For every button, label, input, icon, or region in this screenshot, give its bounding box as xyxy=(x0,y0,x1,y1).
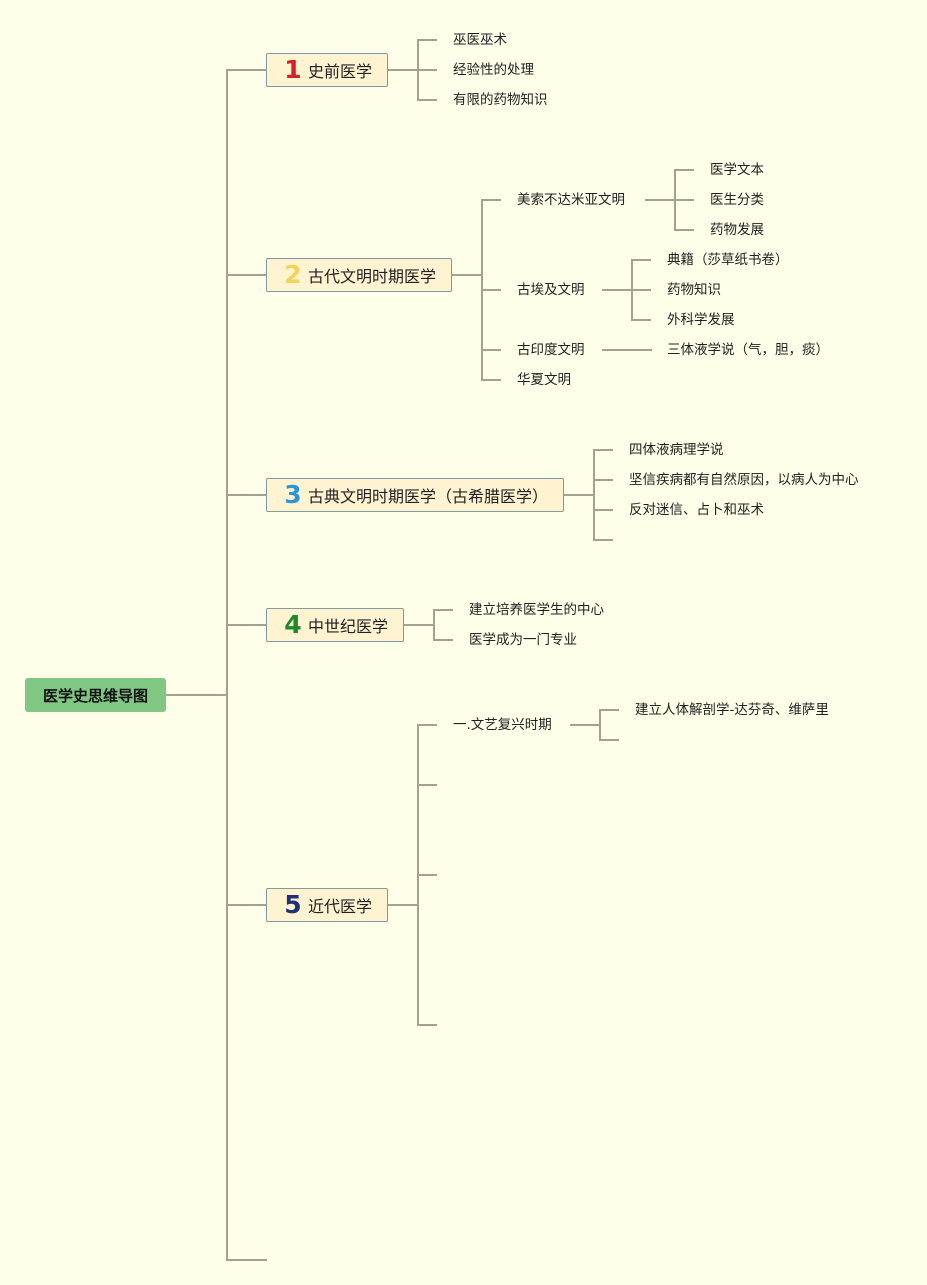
leaf-node[interactable]: 典籍（莎草纸书卷） xyxy=(667,252,789,268)
topic-modern-medicine[interactable]: 5 近代医学 xyxy=(266,888,388,922)
connector xyxy=(226,1259,267,1261)
connector xyxy=(226,69,267,71)
connector xyxy=(593,449,613,451)
topic-label: 近代医学 xyxy=(308,897,373,916)
connector xyxy=(674,169,694,171)
leaf-node[interactable]: 三体液学说（气，胆，痰） xyxy=(667,342,829,358)
connector xyxy=(417,99,437,101)
leaf-node[interactable]: 外科学发展 xyxy=(667,312,735,328)
leaf-node[interactable]: 有限的药物知识 xyxy=(453,92,548,108)
topic-classical-medicine[interactable]: 3 古典文明时期医学（古希腊医学） xyxy=(266,478,564,512)
connector xyxy=(599,709,619,711)
leaf-node[interactable]: 建立培养医学生的中心 xyxy=(469,602,604,618)
leaf-node[interactable]: 药物发展 xyxy=(710,222,764,238)
topic-ancient-civilization-medicine[interactable]: 2 古代文明时期医学 xyxy=(266,258,452,292)
leaf-node[interactable]: 医生分类 xyxy=(710,192,764,208)
topic-label: 古代文明时期医学 xyxy=(308,267,437,286)
connector xyxy=(417,874,437,876)
connector xyxy=(417,784,437,786)
root-node[interactable]: 医学史思维导图 xyxy=(25,678,166,712)
connector xyxy=(593,449,595,541)
number-badge: 4 xyxy=(284,610,302,639)
connector xyxy=(226,624,267,626)
connector xyxy=(226,69,228,1260)
connector xyxy=(433,639,453,641)
connector xyxy=(593,509,613,511)
number-badge: 1 xyxy=(284,55,302,84)
connector xyxy=(602,289,632,291)
connector xyxy=(481,199,501,201)
topic-label: 史前医学 xyxy=(308,62,373,81)
leaf-node[interactable]: 医学成为一门专业 xyxy=(469,632,577,648)
connector xyxy=(631,289,651,291)
connector xyxy=(417,724,437,726)
connector xyxy=(593,479,613,481)
connector xyxy=(570,724,600,726)
subtopic-node[interactable]: 美索不达米亚文明 xyxy=(517,192,625,208)
topic-label: 中世纪医学 xyxy=(308,617,389,636)
connector xyxy=(645,199,675,201)
connector xyxy=(226,494,267,496)
leaf-node[interactable]: 坚信疾病都有自然原因，以病人为中心 xyxy=(629,472,859,488)
connector xyxy=(452,274,482,276)
connector xyxy=(433,609,435,641)
connector xyxy=(388,69,418,71)
connector xyxy=(602,349,652,351)
connector xyxy=(481,379,501,381)
connector xyxy=(226,274,267,276)
subtopic-node[interactable]: 一.文艺复兴时期 xyxy=(453,717,552,733)
connector xyxy=(599,739,619,741)
leaf-node[interactable]: 反对迷信、占卜和巫术 xyxy=(629,502,764,518)
leaf-node[interactable]: 药物知识 xyxy=(667,282,721,298)
connector xyxy=(674,199,694,201)
connector xyxy=(481,349,501,351)
topic-medieval-medicine[interactable]: 4 中世纪医学 xyxy=(266,608,404,642)
subtopic-node[interactable]: 古埃及文明 xyxy=(517,282,585,298)
connector xyxy=(593,539,613,541)
connector xyxy=(631,259,651,261)
connector xyxy=(404,624,434,626)
topic-label: 古典文明时期医学（古希腊医学） xyxy=(308,487,549,506)
connector xyxy=(388,904,418,906)
leaf-node[interactable]: 经验性的处理 xyxy=(453,62,534,78)
leaf-node[interactable]: 四体液病理学说 xyxy=(629,442,724,458)
number-badge: 3 xyxy=(284,480,302,509)
leaf-node[interactable]: 建立人体解剖学-达芬奇、维萨里 xyxy=(635,702,829,718)
connector xyxy=(166,694,227,696)
leaf-node[interactable]: 巫医巫术 xyxy=(453,32,507,48)
connector xyxy=(599,709,601,741)
number-badge: 2 xyxy=(284,260,302,289)
connector xyxy=(481,289,501,291)
connector xyxy=(564,494,594,496)
connector xyxy=(417,39,437,41)
connector xyxy=(433,609,453,611)
number-badge: 5 xyxy=(284,890,302,919)
connector xyxy=(674,229,694,231)
connector xyxy=(226,904,267,906)
leaf-node[interactable]: 医学文本 xyxy=(710,162,764,178)
subtopic-node[interactable]: 华夏文明 xyxy=(517,372,571,388)
topic-prehistoric-medicine[interactable]: 1 史前医学 xyxy=(266,53,388,87)
subtopic-node[interactable]: 古印度文明 xyxy=(517,342,585,358)
connector xyxy=(417,69,437,71)
connector xyxy=(631,319,651,321)
connector xyxy=(417,1024,437,1026)
